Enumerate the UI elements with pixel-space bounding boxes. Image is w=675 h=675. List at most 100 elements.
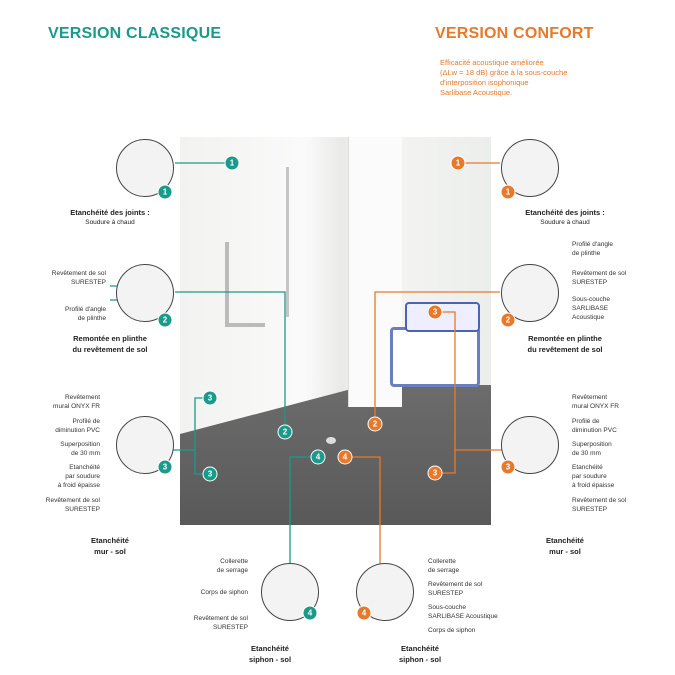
caption-title: Etanchéité [251, 644, 289, 653]
badge-2: 2 [277, 424, 293, 440]
label-line: Revêtement de sol [193, 615, 248, 622]
shower-rail [286, 167, 289, 317]
badge-1: 1 [450, 155, 466, 171]
label-line: par soudure [572, 473, 607, 480]
grab-bar [225, 323, 265, 327]
label-line: Collerette [428, 558, 456, 565]
label-line: SURESTEP [572, 279, 608, 286]
label-line: à froid épaisse [572, 482, 615, 489]
label-line: Profilé d'angle [65, 306, 106, 313]
label-line: Collerette [220, 558, 248, 565]
label-line: Corps de siphon [200, 589, 248, 596]
badge-3: 3 [202, 466, 218, 482]
confort-intro: Efficacité acoustique améliorée (ΔLw = 1… [440, 58, 567, 98]
label-line: diminution PVC [55, 427, 100, 434]
label-line: SURESTEP [70, 279, 106, 286]
badge-4: 4 [302, 605, 318, 621]
classique-mur-labels: Revêtement mural ONYX FR Profilé de diminu… [10, 393, 100, 514]
label-line: Revêtement de sol [51, 270, 106, 277]
intro-line: Sarlibase Acoustique. [440, 88, 513, 97]
confort-mur-caption: Etanchéité mur - sol [495, 535, 635, 557]
badge-4: 4 [356, 605, 372, 621]
caption-title: Etanchéité [91, 536, 129, 545]
label-line: par soudure [65, 473, 100, 480]
label-line: à froid épaisse [57, 482, 100, 489]
badge-3: 3 [427, 465, 443, 481]
chair-back [405, 302, 480, 332]
badge-3: 3 [427, 304, 443, 320]
badge-4: 4 [310, 449, 326, 465]
badge-4: 4 [337, 449, 353, 465]
label-line: Superposition [572, 441, 612, 448]
caption-title: Remontée en plinthe [73, 334, 147, 343]
detail-plinthe-classique [116, 264, 174, 322]
caption-title: mur - sol [549, 547, 581, 556]
classique-siphon-caption: Etanchéité siphon - sol [210, 643, 330, 665]
label-line: Profilé de [72, 418, 100, 425]
badge-2: 2 [157, 312, 173, 328]
classique-title: VERSION CLASSIQUE [48, 25, 222, 42]
caption-title: siphon - sol [248, 655, 292, 664]
label-line: de plinthe [572, 250, 601, 257]
label-line: diminution PVC [572, 427, 617, 434]
badge-3: 3 [157, 459, 173, 475]
intro-line: d'interposition isophonique [440, 78, 529, 87]
caption-title: Remontée en plinthe [528, 334, 602, 343]
caption-title: siphon - sol [398, 655, 442, 664]
label-line: mural ONYX FR [53, 403, 100, 410]
caption-sub: Soudure à chaud [540, 219, 590, 226]
badge-1: 1 [500, 184, 516, 200]
badge-2: 2 [500, 312, 516, 328]
label-line: SURESTEP [428, 590, 464, 597]
badge-3: 3 [202, 390, 218, 406]
classique-siphon-labels: Collerette de serrage Corps de siphon Rev… [160, 557, 248, 632]
confort-title: VERSION CONFORT [435, 25, 594, 42]
badge-1: 1 [157, 184, 173, 200]
confort-plinthe-caption: Remontée en plinthe du revêtement de sol [495, 333, 635, 355]
label-line: SURESTEP [212, 624, 248, 631]
badge-3: 3 [500, 459, 516, 475]
caption-title: Etanchéité [401, 644, 439, 653]
caption-title: Etanchéité des joints : [525, 208, 605, 217]
label-line: Profilé d'angle [572, 241, 613, 248]
caption-title: du revêtement de sol [527, 345, 603, 354]
label-line: Corps de siphon [428, 627, 476, 634]
label-line: de serrage [428, 567, 460, 574]
label-line: SARLIBASE Acoustique [428, 613, 498, 620]
caption-title: Etanchéité [546, 536, 584, 545]
detail-plinthe-confort [501, 264, 559, 322]
label-line: Sous-couche [572, 296, 610, 303]
label-line: de serrage [216, 567, 248, 574]
label-line: Superposition [60, 441, 100, 448]
label-line: Revêtement de sol [572, 270, 627, 277]
label-line: Revêtement de sol [428, 581, 483, 588]
label-line: Revêtement [64, 394, 100, 401]
label-line: Acoustique [572, 314, 605, 321]
label-line: de plinthe [77, 315, 106, 322]
label-line: SARLIBASE [572, 305, 609, 312]
label-line: Revêtement de sol [572, 497, 627, 504]
label-line: SURESTEP [64, 506, 100, 513]
label-line: Etanchéité [69, 464, 100, 471]
label-line: Sous-couche [428, 604, 466, 611]
badge-2: 2 [367, 416, 383, 432]
label-line: Etanchéité [572, 464, 603, 471]
label-line: Revêtement de sol [45, 497, 100, 504]
label-line: de 30 mm [572, 450, 601, 457]
caption-title: Etanchéité des joints : [70, 208, 150, 217]
confort-siphon-caption: Etanchéité siphon - sol [360, 643, 480, 665]
label-line: Profilé de [572, 418, 600, 425]
intro-line: (ΔLw = 18 dB) grâce à la sous-couche [440, 68, 568, 77]
label-line: mural ONYX FR [572, 403, 619, 410]
classique-joints-caption: Etanchéité des joints : Soudure à chaud [40, 207, 180, 228]
caption-sub: Soudure à chaud [85, 219, 135, 226]
drain [326, 437, 336, 444]
grab-bar [225, 242, 229, 327]
label-line: SURESTEP [572, 506, 608, 513]
confort-plinthe-labels: Profilé d'angle de plinthe Revêtement de … [572, 240, 672, 322]
